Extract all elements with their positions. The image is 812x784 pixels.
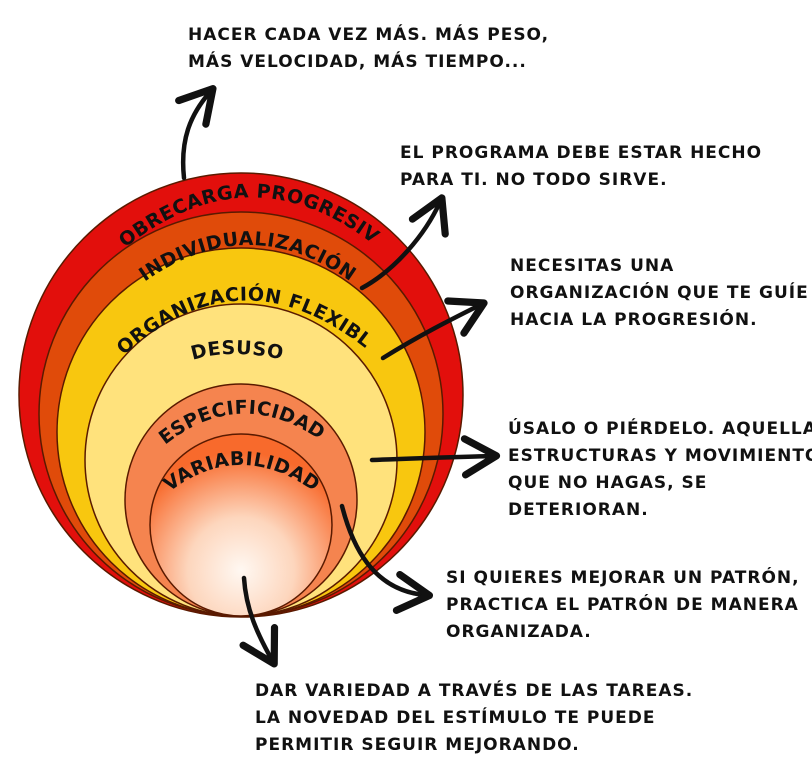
note-especificidad-line-3: organizada. (446, 622, 592, 642)
note-individualizacion: El programa debe estar hecho para ti. No… (400, 140, 762, 194)
note-desuso-line-3: que no hagas, se (508, 473, 708, 493)
note-desuso: Úsalo o piérdelo. Aquellas estructuras y… (508, 416, 812, 524)
note-variabilidad-line-3: permitir seguir mejorando. (255, 735, 580, 755)
note-individualizacion-line-2: para ti. No todo sirve. (400, 170, 668, 190)
arrow-individualizacion (359, 194, 449, 291)
arrow-especificidad (339, 503, 434, 614)
note-sobrecarga-line-2: más velocidad, más tiempo... (188, 52, 527, 72)
ring-variabilidad (149, 433, 333, 617)
note-organizacion-line-2: organización que te guíe (510, 283, 809, 303)
arrow-organizacion (380, 297, 488, 361)
note-sobrecarga-line-1: Hacer cada vez más. Más peso, (188, 25, 550, 45)
arrow-variabilidad (239, 575, 279, 668)
note-sobrecarga: Hacer cada vez más. Más peso, más veloci… (188, 22, 549, 76)
note-variabilidad: Dar variedad a través de las tareas. La … (255, 678, 693, 759)
note-organizacion-line-1: Necesitas una (510, 256, 675, 276)
arrow-desuso (369, 435, 501, 479)
note-individualizacion-line-1: El programa debe estar hecho (400, 143, 763, 163)
note-variabilidad-line-2: La novedad del estímulo te puede (255, 708, 656, 728)
note-desuso-line-2: estructuras y movimientos (508, 446, 812, 466)
note-especificidad: Si quieres mejorar un patrón, practica e… (446, 565, 800, 646)
note-desuso-line-1: Úsalo o piérdelo. Aquellas (508, 419, 812, 439)
note-especificidad-line-1: Si quieres mejorar un patrón, (446, 568, 800, 588)
arrow-sobrecarga (175, 85, 217, 181)
note-organizacion: Necesitas una organización que te guíe h… (510, 253, 809, 334)
note-variabilidad-line-1: Dar variedad a través de las tareas. (255, 681, 694, 701)
note-desuso-line-4: deterioran. (508, 500, 649, 520)
note-especificidad-line-2: practica el patrón de manera (446, 595, 799, 615)
note-organizacion-line-3: hacia la progresión. (510, 310, 758, 330)
